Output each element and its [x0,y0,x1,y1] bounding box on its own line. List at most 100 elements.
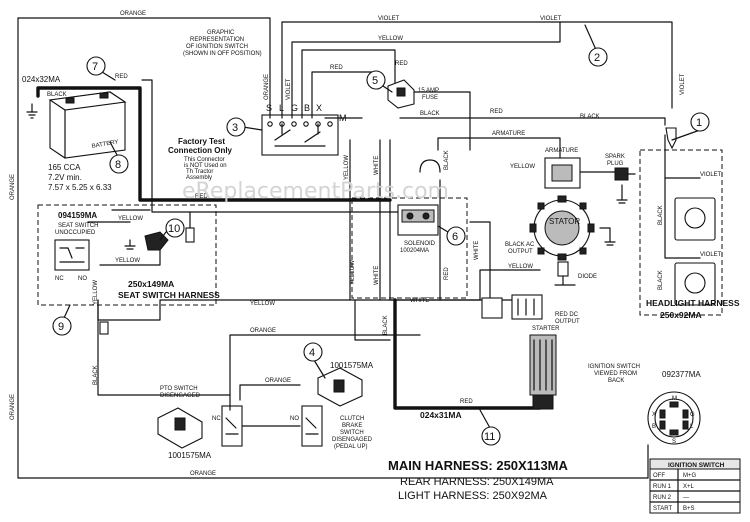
callout-2-leader [584,24,598,53]
ignition-pin-3 [291,121,297,127]
pto-switch-plunger [174,417,186,431]
battery-spec-size: 7.57 x 5.25 x 6.33 [48,183,112,192]
stator-pole-6 [579,202,587,210]
ignition-view-pin-3 [682,409,689,419]
ignition-note-2: REPRESENTATION [190,37,244,43]
stator-poles [529,195,595,261]
label-violet-light-2: VIOLET [700,252,722,258]
clutch-switch-contacts [305,417,319,435]
ignition-view-part-no: 092377MA [662,370,701,379]
stator-ac-output-1: BLACK AC [505,242,535,248]
factory-test-note-1: This Connector [184,157,225,163]
clutch-part-no: 1001575MA [330,361,374,370]
label-orange-left-2: ORANGE [10,394,16,420]
ignition-note-3: OF IGNITION SWITCH [186,44,248,50]
orange-wire-pto [229,334,421,411]
callout-7-leader [101,71,116,81]
label-yellow-seat: YELLOW [118,216,143,222]
clutch-switch: 1001575MA NO CLUTCH BRAKE SWITCH DISENGA… [290,361,374,450]
label-violet-light: VIOLET [700,172,722,178]
orange-wire-pto-2 [239,384,301,401]
callout-3-circle [226,117,246,137]
seat-switch-label-2: UNOCCUPIED [55,230,96,236]
label-red-fuse: RED [395,61,408,67]
watermark: eReplacementParts.com [182,179,449,204]
label-red-fuse-out: RED [490,109,503,115]
callout-9: 9 [58,321,64,333]
regulator-connector [511,294,543,320]
ignition-table-header-bg [649,458,741,470]
ignition-view-pin-6 [669,429,679,436]
solenoid-label: SOLENOID [404,241,436,247]
label-violet-right: VIOLET [540,16,562,22]
terminal-b: B [304,103,310,113]
callout-10-circle [165,218,185,238]
black-left-down [97,299,231,396]
ignition-table-grid [649,468,741,514]
fuse-label-2: FUSE [422,95,438,101]
stator-pole-3 [529,223,537,233]
starter-end [532,394,554,410]
factory-test-label-1: Factory Test [178,137,225,146]
ignition-table-pos-1: RUN 1 [653,484,672,490]
diode-wire [554,275,576,286]
yellow-seat-2 [99,247,161,266]
label-yellow-stator-2: YELLOW [508,264,533,270]
ignition-view-s: S [672,439,676,445]
battery-spec-cca: 165 CCA [48,163,81,172]
callouts: 1 2 3 4 5 6 7 8 9 10 11 [52,24,710,446]
ignition-view-pin-2 [659,409,666,419]
stator-pole-1 [557,195,567,203]
stator-pole-2 [557,253,567,261]
terminal-l: L [279,103,284,113]
ignition-pin-4 [303,121,309,127]
light-harness-title: LIGHT HARNESS: 250X92MA [398,490,548,502]
callout-10: 10 [168,223,180,235]
seat-switch-body [54,239,90,271]
callout-11: 11 [484,431,495,443]
ignition-view-pin-1 [669,401,679,408]
violet-wire-top [281,21,673,119]
pto-switch-contacts [225,417,239,435]
ignition-view-pin-5 [682,420,689,430]
solenoid: SOLENOID 100204MA [397,159,441,254]
ignition-table-circ-0: M+G [683,473,697,479]
callout-6: 6 [452,231,458,243]
seat-switch-label-1: SEAT SWITCH [58,223,98,229]
label-black-left: BLACK [93,365,99,385]
battery-cable-part-no: 024x32MA [22,75,61,84]
seat-switch-harness-box [37,204,217,306]
red-battery-cable [36,86,392,202]
terminal-s: S [266,103,272,113]
main-harness-title: MAIN HARNESS: 250X113MA [388,458,568,473]
seat-switch-contacts [59,247,85,263]
harness-connector [481,297,503,319]
battery-label: BATTERY [91,139,119,150]
ignition-view-label-2: VIEWED FROM [594,371,637,377]
callout-7: 7 [92,61,98,73]
callout-2: 2 [594,52,600,64]
clutch-no: NO [290,416,299,422]
yellow-wire-under [97,299,456,321]
rear-harness-title: REAR HARNESS: 250X149MA [400,476,554,488]
red-wire-2 [141,79,401,213]
factory-test-note-3: Th Tractor [186,169,213,175]
armature-label: ARMATURE [545,148,578,154]
label-orange-top: ORANGE [120,11,146,17]
label-red-harness: RED [195,194,208,200]
stator-dc-output-2: OUTPUT [555,319,580,325]
headlight-harness-part-no: 250x92MA [660,310,702,320]
label-yellow-stator: YELLOW [510,164,535,170]
ignition-note-4: (SHOWN IN OFF POSITION) [183,51,262,57]
ignition-view-x: X [652,412,656,418]
red-wire-fuse [311,71,373,119]
clutch-label-5: (PEDAL UP) [334,444,367,450]
label-white-vert: WHITE [374,156,380,175]
ignition-view-b: B [652,424,656,430]
seat-harness-label: SEAT SWITCH HARNESS [118,290,220,300]
label-yellow-top: YELLOW [378,36,403,42]
callout-6-circle [446,226,466,246]
ignition-view-g: G [690,412,695,418]
ignition-view-m: M [672,396,677,402]
label-red-top: RED [330,65,343,71]
